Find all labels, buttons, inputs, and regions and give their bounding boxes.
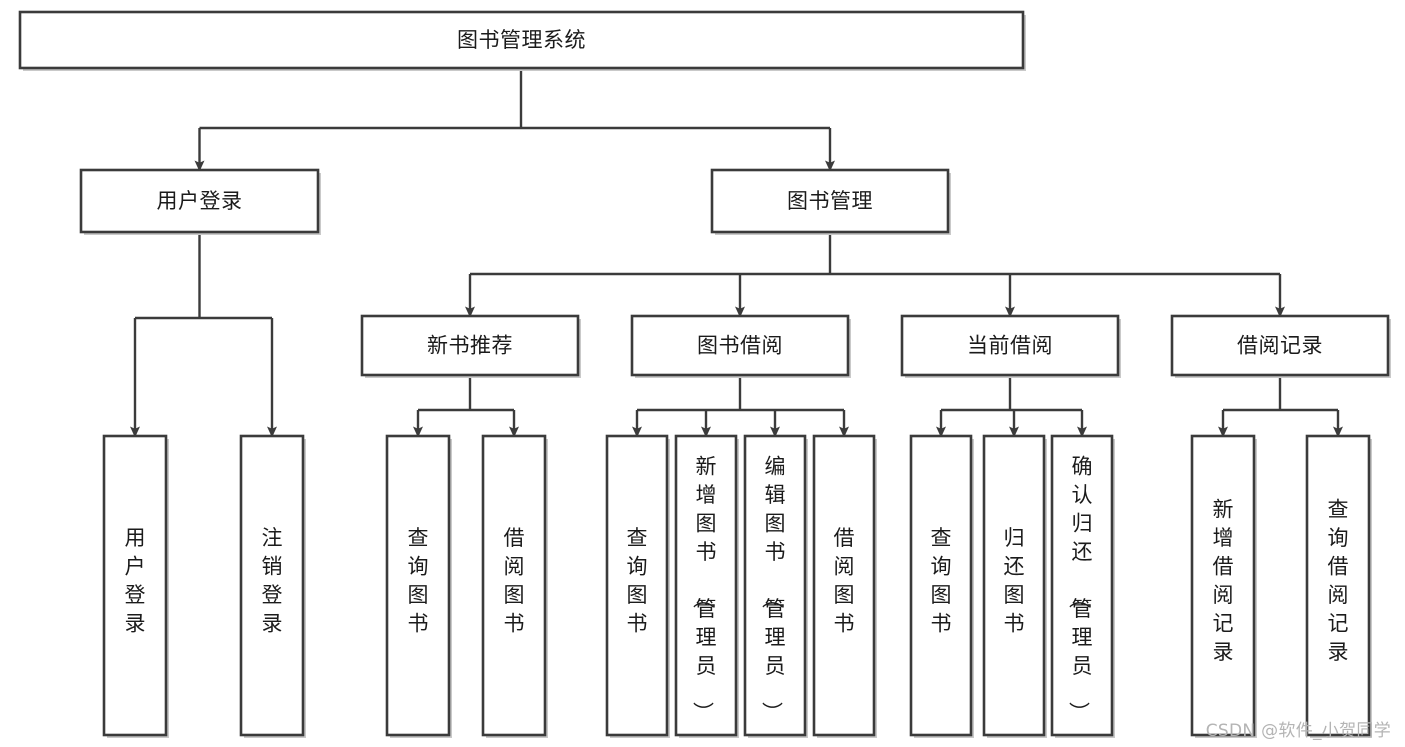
- node-label: 新书推荐: [427, 334, 513, 358]
- node-boxes: 图书管理系统用户登录图书管理新书推荐图书借阅当前借阅借阅记录用户登录注销登录查询…: [18, 10, 1391, 738]
- box-outline: [900, 314, 1120, 377]
- box-outline: [982, 434, 1046, 737]
- node-label: 借阅记录: [1237, 334, 1323, 358]
- node-leaf-confirm-return-admin[interactable]: 确认归还（管理员）: [1050, 434, 1115, 738]
- box-outline: [360, 314, 580, 377]
- node-label: 归还图书: [1004, 526, 1025, 636]
- node-leaf-user-login[interactable]: 用户登录: [102, 434, 169, 738]
- node-leaf-borrow-book-rec[interactable]: 借阅图书: [481, 434, 548, 738]
- node-leaf-query-book-rec[interactable]: 查询图书: [385, 434, 452, 738]
- node-label: 当前借阅: [967, 334, 1053, 358]
- node-label: 查询图书: [408, 526, 429, 636]
- node-n-new-book-rec[interactable]: 新书推荐: [360, 314, 581, 378]
- box-outline: [385, 434, 451, 737]
- node-leaf-query-book-borrow[interactable]: 查询图书: [605, 434, 670, 738]
- node-label: 新增图书（管理员）: [691, 455, 717, 723]
- node-leaf-borrow-book[interactable]: 借阅图书: [812, 434, 877, 738]
- node-n-current-borrow[interactable]: 当前借阅: [900, 314, 1121, 378]
- node-label: 用户登录: [125, 526, 146, 636]
- node-label: 查询图书: [627, 526, 648, 636]
- box-outline: [909, 434, 973, 737]
- box-outline: [18, 10, 1025, 70]
- watermark-text: CSDN @软件_小贺同学: [1205, 721, 1391, 741]
- box-outline: [481, 434, 547, 737]
- box-outline: [605, 434, 669, 737]
- box-outline: [1190, 434, 1256, 737]
- box-outline: [710, 168, 950, 234]
- node-leaf-return-book[interactable]: 归还图书: [982, 434, 1047, 738]
- node-label: 图书管理: [787, 189, 873, 213]
- node-root[interactable]: 图书管理系统: [18, 10, 1026, 71]
- box-outline: [102, 434, 168, 737]
- node-leaf-add-borrow-record[interactable]: 新增借阅记录: [1190, 434, 1257, 738]
- connector-lines: [130, 68, 1343, 438]
- node-n-book-borrow[interactable]: 图书借阅: [630, 314, 851, 378]
- node-label: 确认归还（管理员）: [1067, 455, 1093, 723]
- box-outline: [1305, 434, 1371, 737]
- box-outline: [1170, 314, 1390, 377]
- box-outline: [743, 434, 807, 737]
- node-label: 借阅图书: [834, 526, 855, 636]
- node-label: 注销登录: [262, 526, 283, 636]
- node-label: 借阅图书: [504, 526, 525, 636]
- node-leaf-logout-login[interactable]: 注销登录: [239, 434, 306, 738]
- node-leaf-query-book-cur[interactable]: 查询图书: [909, 434, 974, 738]
- box-outline: [239, 434, 305, 737]
- box-outline: [812, 434, 876, 737]
- box-outline: [630, 314, 850, 377]
- node-n-borrow-record[interactable]: 借阅记录: [1170, 314, 1391, 378]
- box-outline: [1050, 434, 1114, 737]
- node-label: 编辑图书（管理员）: [760, 455, 786, 723]
- node-label: 用户登录: [157, 189, 243, 213]
- box-outline: [79, 168, 320, 234]
- node-label: 图书管理系统: [457, 28, 586, 52]
- node-label: 新增借阅记录: [1213, 497, 1234, 664]
- box-outline: [674, 434, 738, 737]
- node-label: 查询图书: [931, 526, 952, 636]
- node-leaf-edit-book-admin[interactable]: 编辑图书（管理员）: [743, 434, 808, 738]
- node-n-book-manage[interactable]: 图书管理: [710, 168, 951, 235]
- node-leaf-add-book-admin[interactable]: 新增图书（管理员）: [674, 434, 739, 738]
- node-leaf-query-borrow-record[interactable]: 查询借阅记录: [1305, 434, 1372, 738]
- node-label: 图书借阅: [697, 334, 783, 358]
- node-label: 查询借阅记录: [1328, 497, 1349, 664]
- node-n-user-login[interactable]: 用户登录: [79, 168, 321, 235]
